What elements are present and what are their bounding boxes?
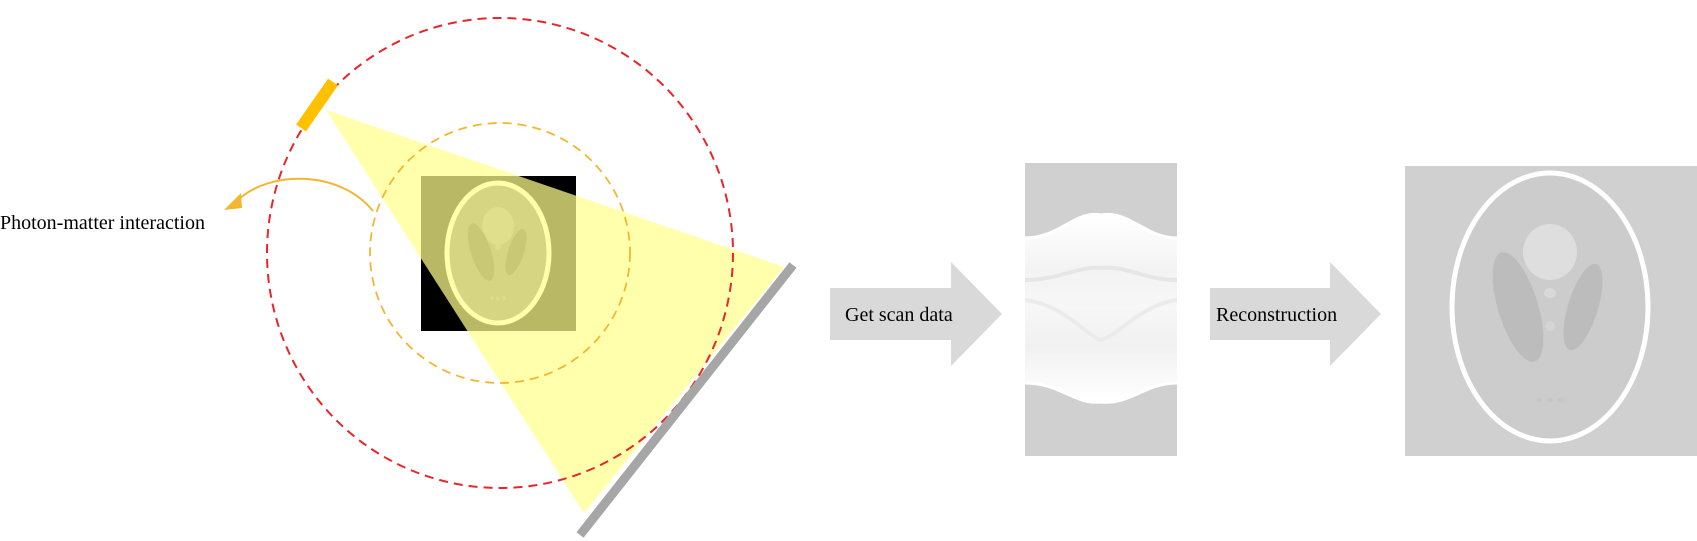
recon-center-dot-2 (1545, 321, 1555, 331)
interaction-label: Photon-matter interaction (0, 212, 205, 234)
interaction-arrow-head (224, 193, 242, 210)
sinogram-band (1025, 214, 1177, 403)
get-scan-data-arrow: Get scan data (830, 262, 1002, 366)
recon-bottom-dots (1536, 397, 1564, 403)
xray-beam (326, 110, 784, 513)
recon-left-ellipse (1492, 252, 1544, 362)
recon-right-ellipse (1563, 263, 1603, 351)
xray-source-icon (296, 78, 338, 132)
get-scan-data-label: Get scan data (845, 304, 953, 326)
sinogram-inner-trace (1025, 265, 1177, 282)
reconstruction-label: Reconstruction (1216, 304, 1337, 326)
source-orbit-circle (266, 17, 734, 489)
scanner-geometry: Photon-matter interaction (0, 17, 797, 538)
arrow-shape (830, 262, 1002, 366)
sinogram-panel (1025, 163, 1177, 456)
reconstruction-arrow: Reconstruction (1210, 262, 1381, 366)
field-of-view-circle (369, 122, 631, 384)
detector-panel (576, 262, 797, 538)
sinogram-top-edge (1025, 212, 1177, 240)
sinogram-bottom-edge (1025, 381, 1177, 404)
recon-skull-outline (1449, 170, 1651, 444)
reconstruction-panel (1405, 166, 1697, 456)
recon-top-blob (1523, 224, 1577, 280)
interaction-arrow (237, 177, 374, 212)
sinogram-inner-trace-2 (1025, 298, 1177, 343)
recon-center-dot (1544, 288, 1556, 298)
arrow-shape (1210, 262, 1381, 366)
